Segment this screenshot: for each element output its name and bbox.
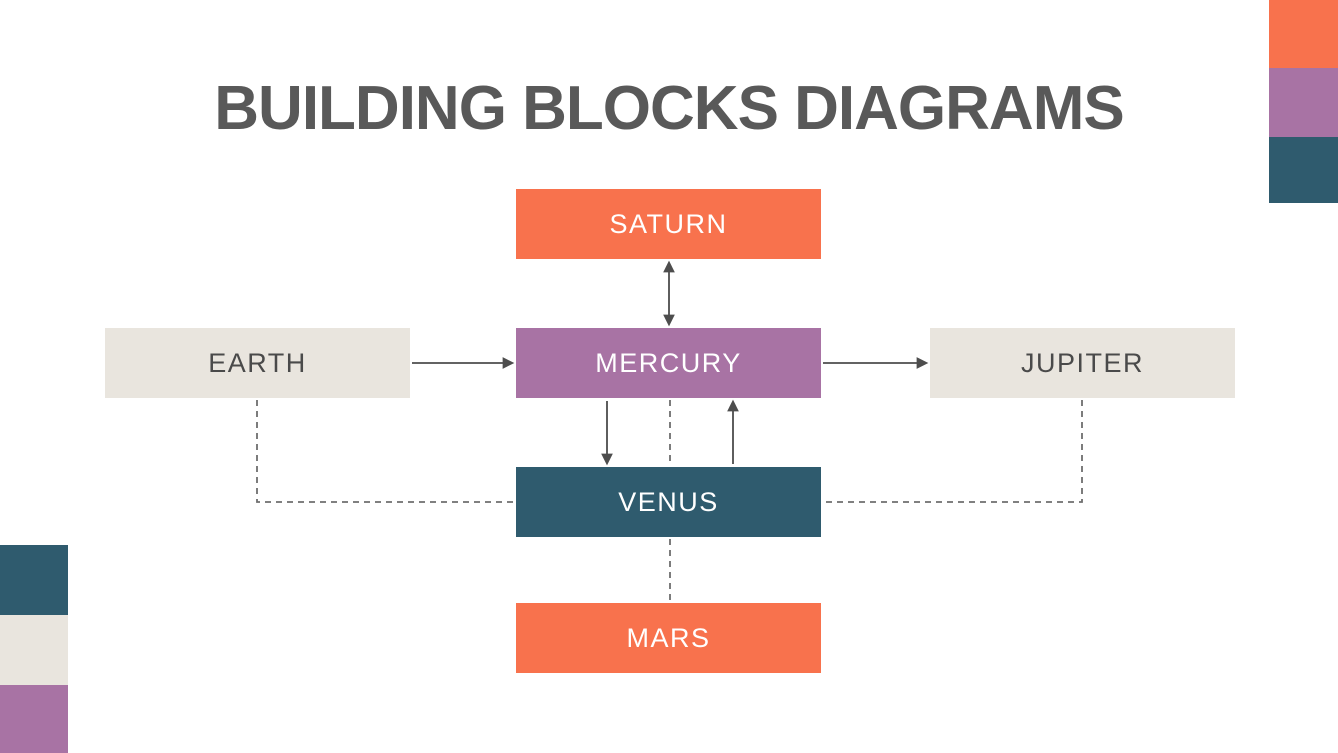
node-earth[interactable]: EARTH [105, 328, 410, 398]
connector-earth-venus-dashed [256, 400, 515, 503]
corner-accent-square-top-right-orange [1269, 0, 1338, 68]
corner-accent-square-bottom-left-purple [0, 685, 68, 753]
corner-accent-square-top-right-teal [1269, 137, 1338, 203]
node-mercury-label: MERCURY [595, 347, 742, 378]
corner-accent-square-top-right-purple [1269, 68, 1338, 137]
corner-accent-square-bottom-left-beige [0, 615, 68, 685]
slide-title: BUILDING BLOCKS DIAGRAMS [214, 74, 1124, 143]
node-mars-label: MARS [626, 622, 711, 653]
node-saturn[interactable]: SATURN [516, 189, 821, 259]
node-mercury[interactable]: MERCURY [516, 328, 821, 398]
node-saturn-label: SATURN [609, 208, 728, 239]
node-jupiter[interactable]: JUPITER [930, 328, 1235, 398]
node-venus-label: VENUS [618, 486, 719, 517]
node-jupiter-label: JUPITER [1020, 347, 1144, 378]
corner-accent-square-bottom-left-teal [0, 545, 68, 615]
node-mars[interactable]: MARS [516, 603, 821, 673]
node-earth-label: EARTH [208, 347, 307, 378]
connector-jupiter-venus-dashed [822, 400, 1083, 503]
node-venus[interactable]: VENUS [516, 467, 821, 537]
